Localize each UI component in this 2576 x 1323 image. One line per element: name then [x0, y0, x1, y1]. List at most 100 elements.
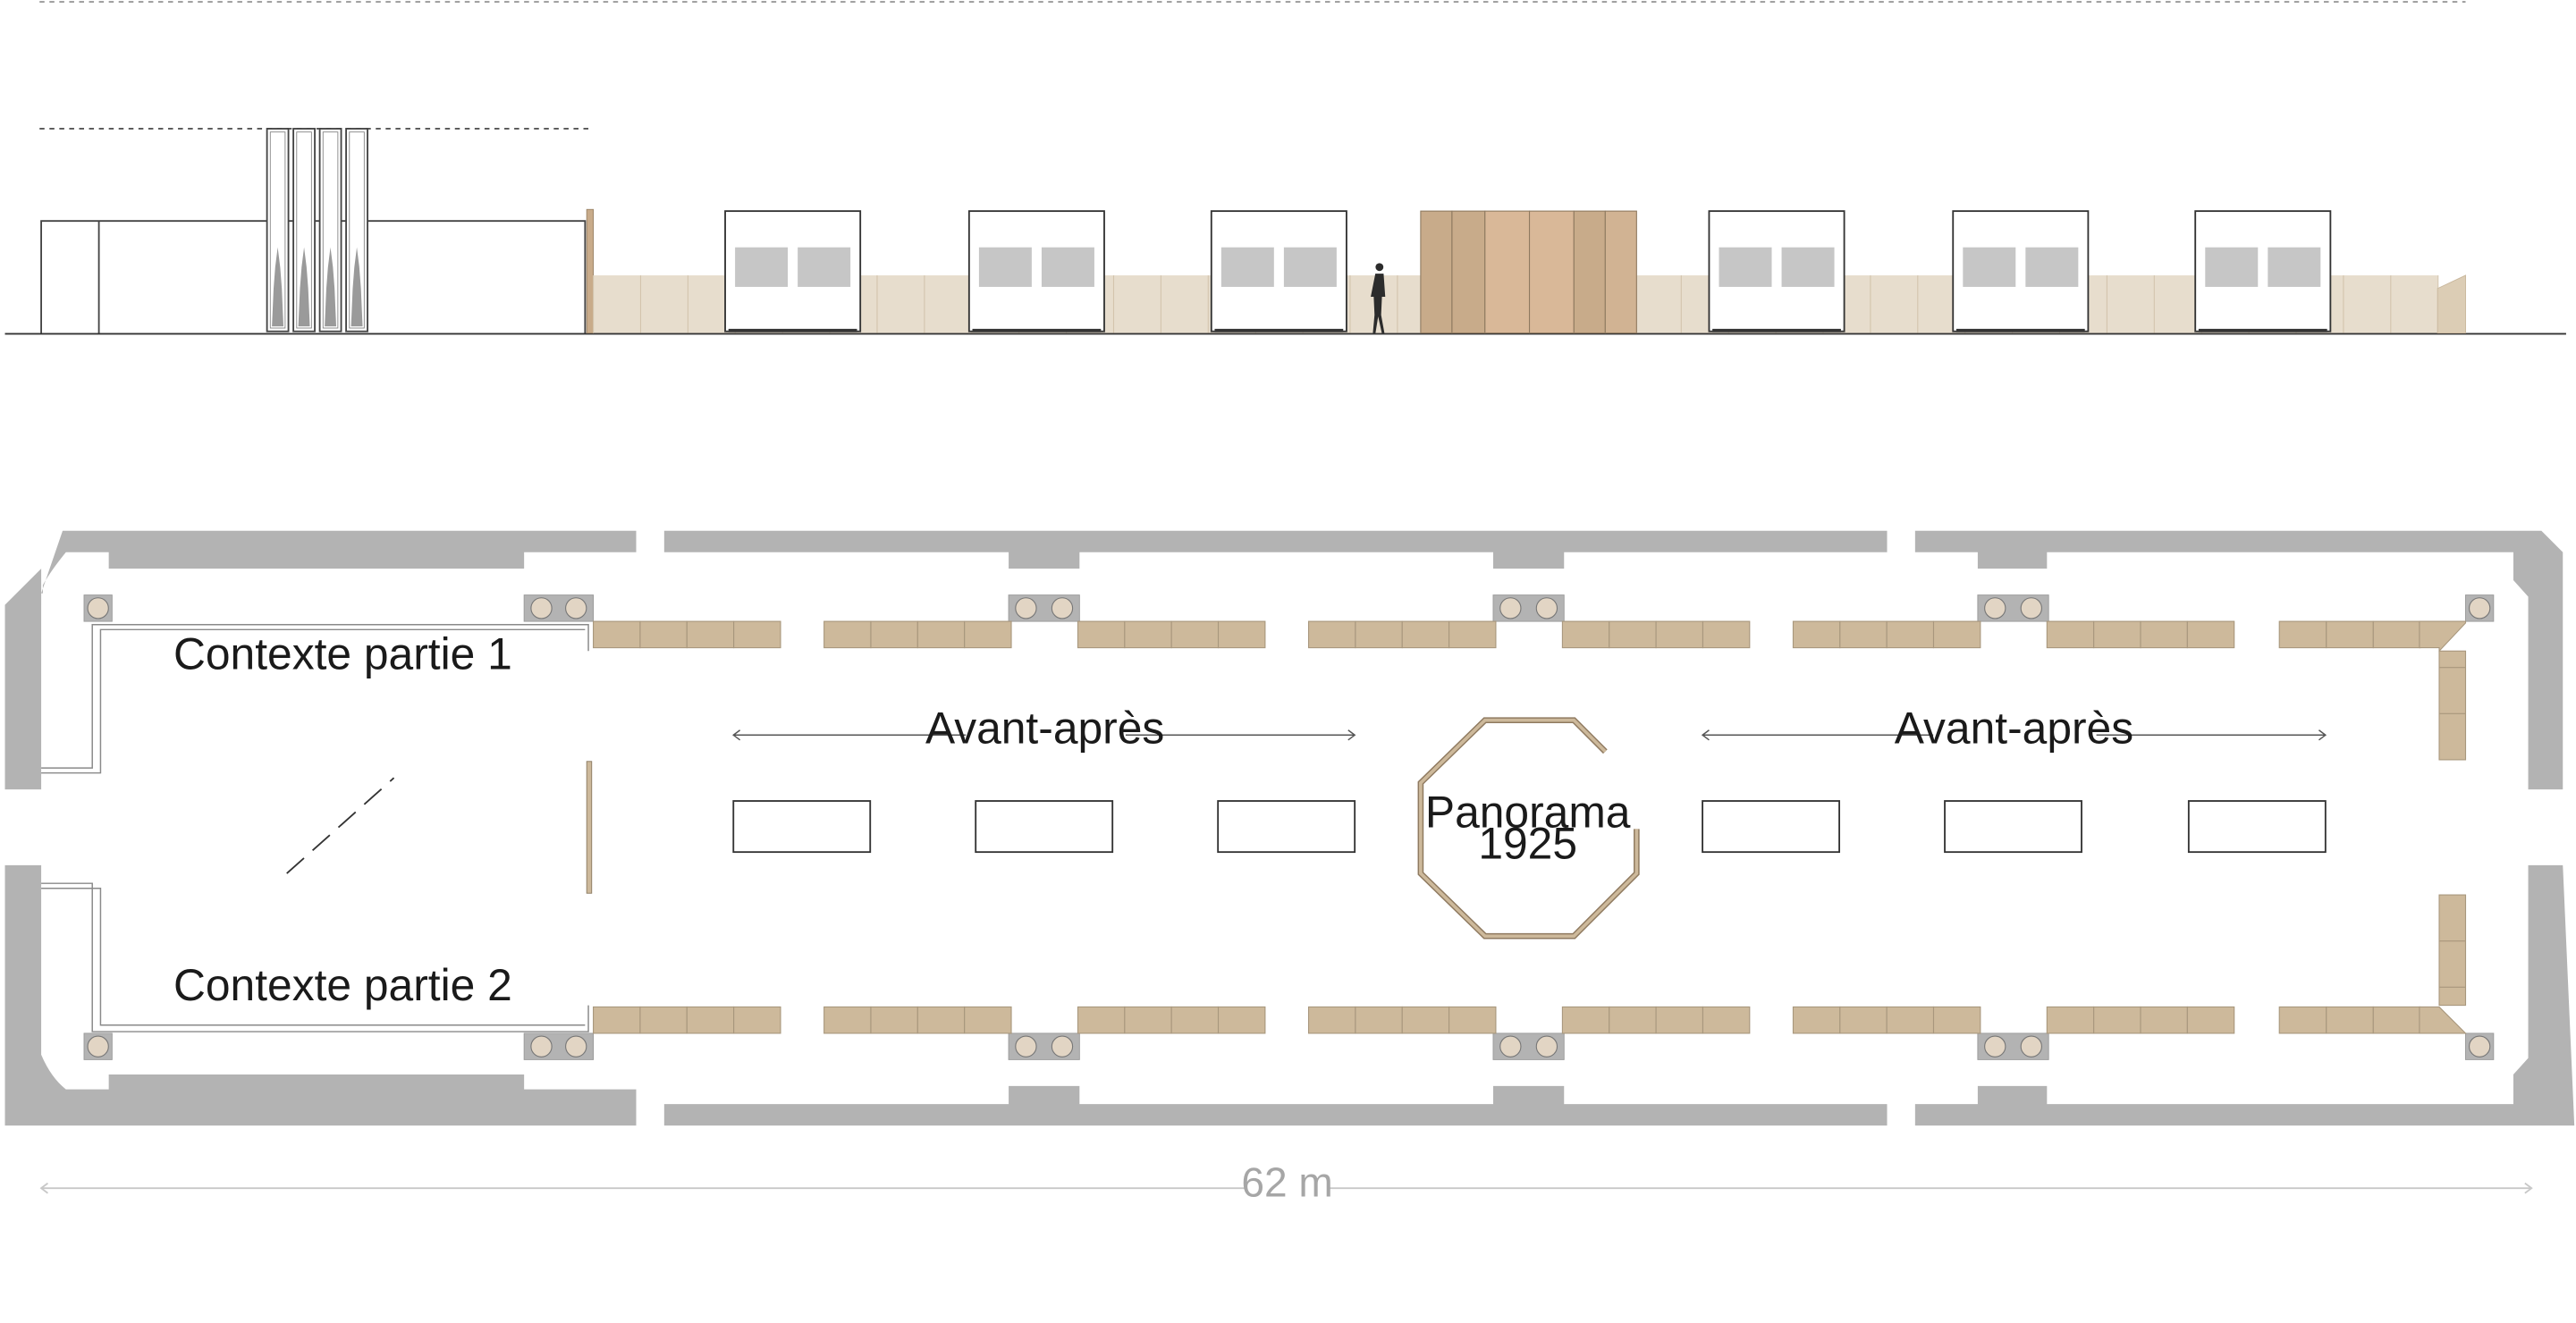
- exhibit-panel: [916, 1006, 966, 1034]
- pillar-boxes: [83, 594, 2495, 1060]
- exhibit-panel: [1655, 620, 1703, 649]
- exhibit-panel: [1217, 1006, 1266, 1034]
- panorama-panel-2: [1451, 210, 1486, 334]
- display-table-3: [1217, 800, 1356, 854]
- exhibit-panel: [916, 620, 966, 649]
- exhibit-panels: [593, 620, 2421, 1034]
- exhibit-panel: [593, 1006, 641, 1034]
- exhibit-panel: [823, 620, 872, 649]
- top-wall-middle: [663, 530, 1888, 569]
- exhibit-panel: [1792, 620, 1841, 649]
- vitrine-image-left-3: [1220, 247, 1274, 287]
- corner-top-diagonal: [2419, 620, 2467, 653]
- exhibit-panel: [2372, 1006, 2421, 1034]
- exhibit-panel: [686, 1006, 735, 1034]
- exhibit-panel: [1886, 1006, 1935, 1034]
- building-walls: [4, 530, 2575, 1126]
- exhibit-panel: [1702, 620, 1751, 649]
- exhibit-panel: [1702, 1006, 1751, 1034]
- top-wall-left: [41, 530, 637, 594]
- vitrine-image-right-3: [1283, 247, 1337, 287]
- vitrine-image-left-6: [2205, 247, 2259, 287]
- vitrine-image-right-5: [2025, 247, 2079, 287]
- exhibit-panel: [1170, 1006, 1220, 1034]
- corner-bottom-diagonal: [2419, 1006, 2467, 1034]
- exhibit-panel: [1839, 1006, 1888, 1034]
- vitrine-image-left-1: [735, 247, 789, 287]
- exhibit-panel: [1655, 1006, 1703, 1034]
- exhibit-panel: [686, 620, 735, 649]
- tower-4: [345, 128, 368, 333]
- exhibit-panel: [1170, 620, 1220, 649]
- display-table-1: [732, 800, 872, 854]
- panorama-panel-3: [1484, 210, 1531, 334]
- exhibit-panel: [2278, 620, 2327, 649]
- vitrine-image-left-2: [978, 247, 1032, 287]
- pillar-disc: [1051, 597, 1074, 619]
- bottom-wall-middle: [663, 1085, 1888, 1126]
- display-table-6: [2187, 800, 2327, 854]
- exhibit-panel: [1355, 620, 1403, 649]
- pillar-disc: [2020, 1035, 2042, 1058]
- pillar-disc: [87, 597, 109, 619]
- entrance-dashed-diagonal: [286, 777, 395, 874]
- exhibit-panel: [1886, 620, 1935, 649]
- exhibit-panel: [1307, 620, 1356, 649]
- floor-plan: Contexte partie 1 Contexte partie 2 Avan…: [4, 530, 2575, 1126]
- label-context-part-2: Contexte partie 2: [173, 960, 512, 1010]
- label-panorama: Panorama: [1425, 788, 1631, 838]
- exhibit-panel: [1932, 1006, 1981, 1034]
- top-wall-right: [1914, 530, 2563, 790]
- pillar-disc: [1535, 1035, 1558, 1058]
- spire-1: [272, 247, 284, 327]
- exhibit-panel: [1124, 1006, 1172, 1034]
- exhibit-panel: [733, 620, 781, 649]
- left-wall-upper: [4, 569, 42, 790]
- bottom-wall-left: [4, 864, 637, 1126]
- exhibit-panel: [733, 1006, 781, 1034]
- pillar-disc: [1499, 1035, 1522, 1058]
- octagon-fill: [1419, 718, 1639, 939]
- vitrine-image-right-1: [798, 247, 851, 287]
- tower-inner-1: [269, 131, 286, 329]
- display-tables-plan: [732, 800, 2327, 854]
- exhibit-panel: [2326, 620, 2374, 649]
- label-panorama-year: 1925: [1478, 819, 1577, 869]
- pillar-disc: [1535, 597, 1558, 619]
- pillar-disc: [1051, 1035, 1074, 1058]
- pillar-disc: [530, 597, 553, 619]
- display-table-2: [975, 800, 1114, 854]
- entrance-panel-edge: [586, 208, 595, 333]
- panorama-panel-6: [1604, 210, 1637, 334]
- exhibit-panel: [1124, 620, 1172, 649]
- spire-4: [351, 247, 363, 327]
- exhibit-panel: [2093, 1006, 2141, 1034]
- panorama-octagon: [1417, 717, 1640, 940]
- exhibit-panel: [1932, 620, 1981, 649]
- pillar-disc: [2469, 597, 2491, 619]
- exhibit-panel: [2186, 1006, 2235, 1034]
- tower-inner-2: [296, 131, 312, 329]
- corner-top-vertical: [2438, 650, 2467, 761]
- exhibit-panel: [1077, 620, 1126, 649]
- exhibit-panel: [2278, 1006, 2327, 1034]
- exhibit-panel: [1561, 620, 1610, 649]
- corner-bottom-vertical: [2438, 894, 2467, 1007]
- exhibit-panel: [870, 1006, 918, 1034]
- tower-3: [318, 128, 342, 333]
- entry-screen: [586, 761, 593, 894]
- label-before-after-right: Avant-après: [1895, 704, 2133, 754]
- exhibit-panel: [964, 1006, 1012, 1034]
- label-before-after-left: Avant-après: [925, 704, 1164, 754]
- spire-3: [325, 247, 337, 327]
- exhibit-panel: [870, 620, 918, 649]
- exhibit-panel: [1448, 1006, 1497, 1034]
- tower-columns: [266, 128, 368, 333]
- exhibit-panel: [2140, 620, 2188, 649]
- exhibit-panel: [2046, 620, 2095, 649]
- dimension-label: 62 m: [1241, 1159, 1332, 1205]
- exhibit-panel: [2140, 1006, 2188, 1034]
- exhibit-panel: [1609, 620, 1657, 649]
